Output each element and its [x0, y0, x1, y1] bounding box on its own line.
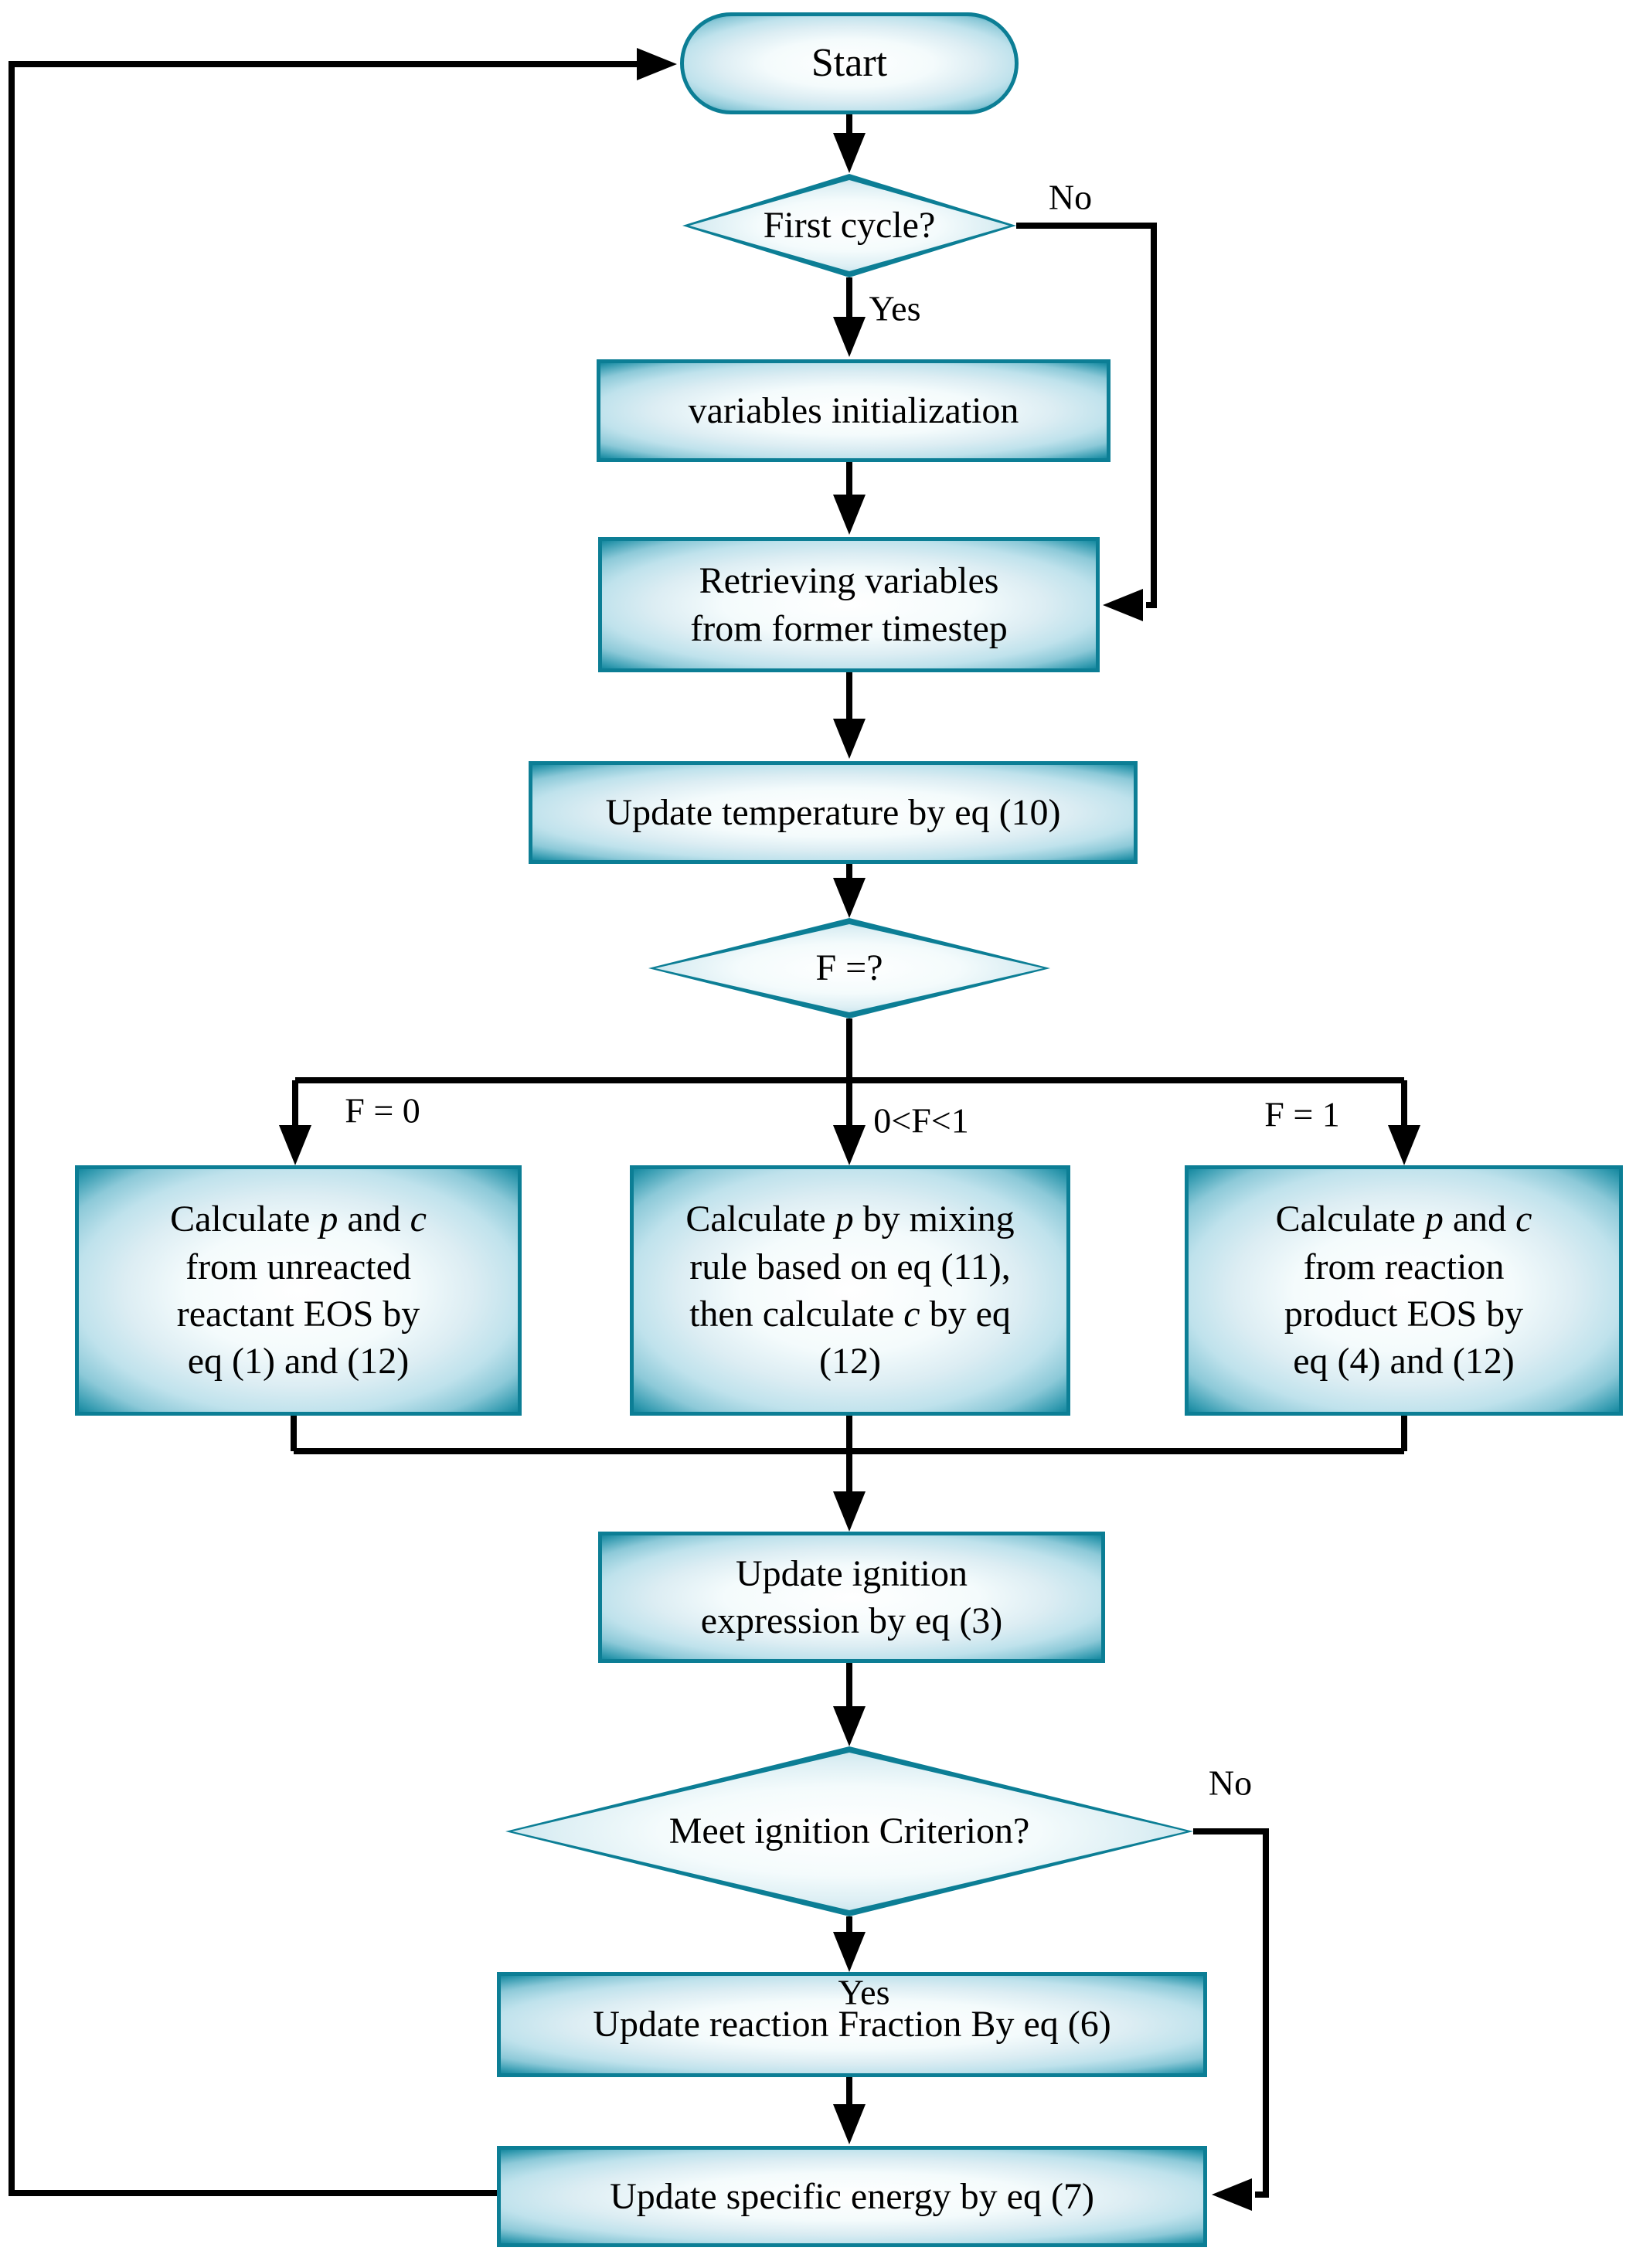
node-first-cycle-decision: First cycle? [682, 174, 1016, 277]
node-start: Start [680, 12, 1019, 114]
edge-label-f-zero: F = 0 [345, 1090, 420, 1131]
node-update-energy-label: Update specific energy by eq (7) [610, 2175, 1094, 2217]
node-first-cycle-label: First cycle? [763, 205, 936, 247]
node-variables-initialization-label: variables initialization [688, 389, 1019, 431]
node-f-decision-label: F =? [815, 947, 883, 989]
edge-label-criterion-yes: Yes [838, 1972, 890, 2012]
node-ignition-criterion-label: Meet ignition Criterion? [668, 1811, 1030, 1852]
edge-label-first-cycle-no: No [1048, 177, 1093, 217]
node-ignition-criterion-decision: Meet ignition Criterion? [505, 1746, 1193, 1916]
node-update-fraction-label: Update reaction Fraction By eq (6) [593, 2004, 1111, 2045]
edge-label-criterion-no: No [1208, 1763, 1253, 1803]
node-update-temperature: Update temperature by eq (10) [529, 761, 1138, 864]
node-update-fraction: Update reaction Fraction By eq (6) [497, 1972, 1207, 2077]
edge-label-f-one: F = 1 [1264, 1094, 1340, 1134]
edge-label-first-cycle-yes: Yes [869, 288, 921, 328]
node-update-temperature-label: Update temperature by eq (10) [605, 791, 1061, 833]
node-variables-initialization: variables initialization [597, 359, 1111, 462]
node-start-label: Start [811, 40, 888, 85]
edge-label-f-mid: 0<F<1 [873, 1100, 969, 1141]
node-f-decision: F =? [648, 918, 1050, 1018]
node-update-energy: Update specific energy by eq (7) [497, 2146, 1207, 2247]
